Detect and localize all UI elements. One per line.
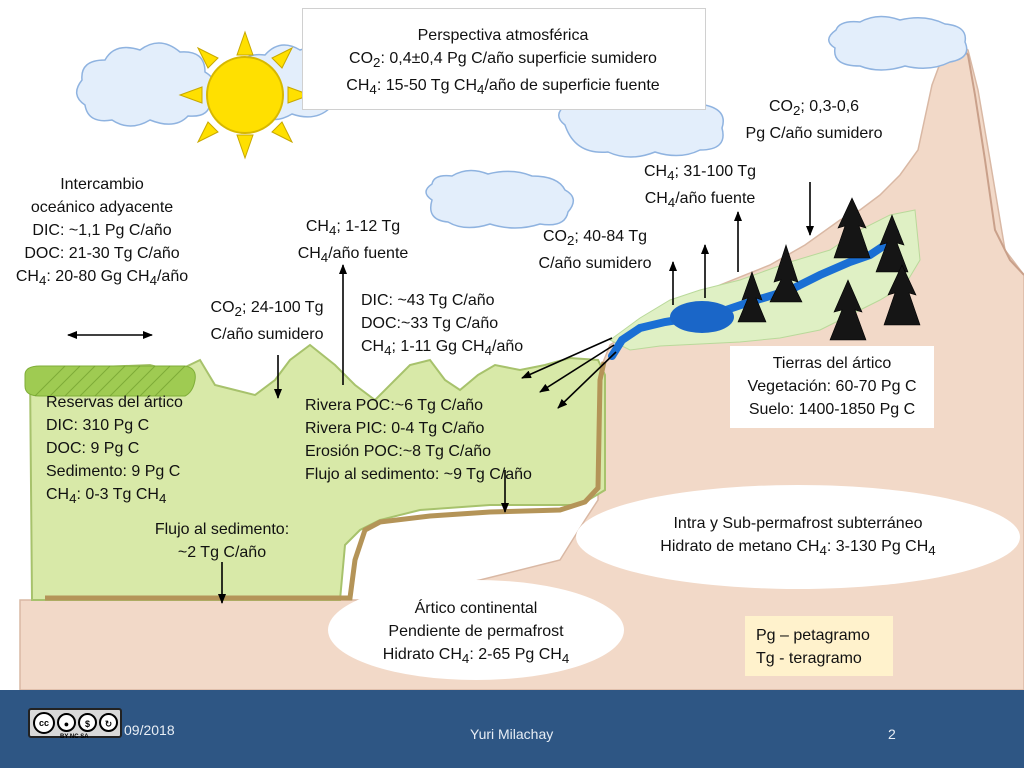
slide-footer	[0, 690, 1024, 768]
license-text: BY NC SA	[60, 734, 89, 740]
tree-icon	[829, 279, 867, 341]
cloud-icon	[76, 42, 216, 127]
river-export-label: DIC: ~43 Tg C/año DOC:~33 Tg C/año CH4; …	[361, 292, 524, 359]
delta-co2-flux-label: CO2; 40-84 Tg C/año sumidero	[538, 228, 652, 273]
continental-label: Ártico continental Pendiente de permafro…	[382, 600, 570, 667]
atmosphere-label: Perspectiva atmosférica CO2: 0,4±0,4 Pg …	[302, 24, 704, 101]
legend-label: Pg – petagramo Tg - teragramo	[756, 627, 870, 667]
flux-arrows	[67, 182, 814, 604]
footer-page-number: 2	[888, 726, 896, 742]
atmosphere-ch4: CH4: 15-50 Tg CH4/año de superficie fuen…	[346, 77, 660, 98]
continental-ellipse	[328, 580, 624, 680]
land-ch4-flux-label: CH4; 31-100 Tg CH4/año fuente	[643, 163, 757, 211]
atmosphere-box	[302, 8, 706, 110]
shelf-ch4-flux-label: CH4; 1-12 Tg CH4/año fuente	[297, 218, 409, 266]
cloud-icon	[425, 169, 574, 229]
permafrost-ellipse	[576, 485, 1020, 589]
river-export-arrow-2	[539, 344, 615, 393]
land-co2-flux-label: CO2; 0,3-0,6 Pg C/año sumidero	[745, 98, 883, 143]
river-flows-label: Rivera POC:~6 Tg C/año Rivera PIC: 0-4 T…	[305, 397, 532, 483]
permafrost-label: Intra y Sub-permafrost subterráneo Hidra…	[660, 515, 936, 559]
sa-icon: ↻	[99, 713, 118, 732]
arctic-lands-box	[730, 346, 934, 428]
cc-license-badge[interactable]: cc ● $ ↻ BY NC SA	[28, 708, 122, 740]
shelf-co2-flux-label: CO2; 24-100 Tg C/año sumidero	[210, 299, 324, 344]
legend-box	[745, 616, 893, 676]
sun-icon	[178, 30, 312, 160]
by-icon: ●	[57, 713, 76, 732]
continental-shelf	[28, 343, 606, 601]
arctic-reserves-label: Reservas del ártico DIC: 310 Pg C DOC: 9…	[46, 394, 183, 507]
footer-author: Yuri Milachay	[470, 726, 554, 742]
river-export-arrow-3	[557, 351, 617, 409]
sediment-flux-label: Flujo al sedimento: ~2 Tg C/año	[154, 521, 290, 561]
tree-icon	[875, 214, 909, 273]
ocean-exchange-label: Intercambio oceánico adyacente DIC: ~1,1…	[15, 176, 189, 289]
tree-icon	[883, 264, 921, 326]
sediment-layer-deep	[45, 361, 607, 601]
ocean-hatch	[34, 365, 186, 397]
cc-icon: cc	[33, 712, 55, 734]
spruce-trees	[737, 197, 921, 341]
lake	[670, 301, 734, 333]
river-export-arrow-1	[521, 337, 613, 379]
footer-date: 09/2018	[124, 722, 175, 738]
mountain-ridge	[957, 41, 1024, 276]
arctic-lands-label: Tierras del ártico Vegetación: 60-70 Pg …	[747, 355, 917, 418]
tree-icon	[737, 271, 767, 323]
nc-icon: $	[78, 713, 97, 732]
atmosphere-title: Perspectiva atmosférica	[417, 27, 589, 44]
tree-icon	[769, 244, 803, 303]
atmosphere-co2: CO2: 0,4±0,4 Pg C/año superficie sumider…	[349, 50, 657, 71]
cloud-icon	[828, 15, 968, 71]
tree-icon	[833, 197, 871, 259]
